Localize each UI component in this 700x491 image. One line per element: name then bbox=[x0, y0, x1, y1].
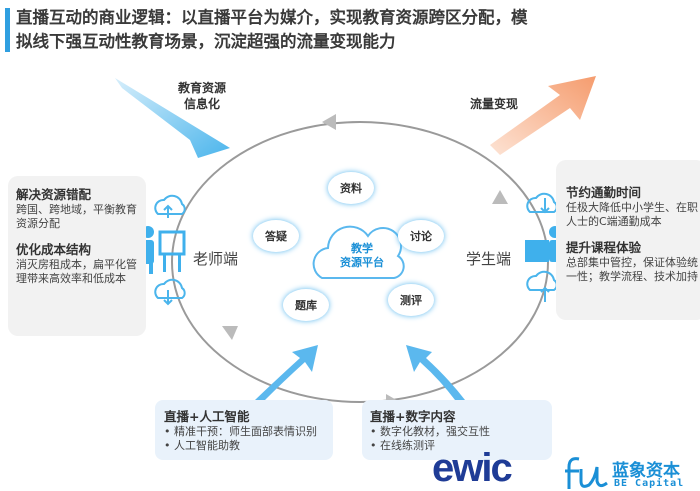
student-label: 学生端 bbox=[466, 250, 512, 268]
left-heading-2: 优化成本结构 bbox=[16, 242, 92, 257]
info-arrow bbox=[115, 78, 230, 158]
title-line-2: 拟线下强互动性教育场景，沉淀超强的流量变现能力 bbox=[16, 32, 396, 51]
right-heading-1: 节约通勤时间 bbox=[566, 185, 642, 200]
arrow-head-left bbox=[222, 326, 238, 340]
center-platform-label: 教学 资源平台 bbox=[340, 242, 384, 269]
arrow-head-top bbox=[322, 114, 336, 130]
right-text-2: 总部集中管控，保证体验统一性；教学流程、技术加持 bbox=[566, 256, 698, 283]
left-text-2: 消灭房租成本，扁平化管理带来高效率和低成本 bbox=[16, 258, 137, 285]
monetize-arrow bbox=[490, 76, 596, 155]
digital-title: 直播+数字内容 bbox=[370, 409, 456, 424]
ai-box: 直播+人工智能 • 精准干预：师生面部表情识别 • 人工智能助教 bbox=[155, 400, 333, 460]
digital-item-text: 数字化教材，强交互性 bbox=[380, 425, 490, 438]
arrow-head-right bbox=[492, 190, 508, 204]
right-benefits-box: 节约通勤时间 任极大降低中小学生、在职人士的C端通勤成本 提升课程体验 总部集中… bbox=[556, 160, 700, 320]
center-cloud bbox=[312, 225, 405, 279]
right-text-1: 任极大降低中小学生、在职人士的C端通勤成本 bbox=[566, 201, 698, 228]
ai-item-text: 精准干预：师生面部表情识别 bbox=[174, 425, 317, 438]
teacher-icon bbox=[140, 226, 186, 274]
teacher-label: 老师端 bbox=[193, 250, 239, 268]
be-capital-en: BE Capital bbox=[614, 478, 685, 489]
bubble-discussion: 讨论 bbox=[398, 220, 444, 252]
ai-item: • 人工智能助教 bbox=[164, 439, 240, 452]
ewic-logo: ewic bbox=[432, 446, 513, 490]
cloud-upload-icon bbox=[154, 194, 186, 218]
ai-title: 直播+人工智能 bbox=[164, 409, 250, 424]
title-accent-bar bbox=[5, 8, 10, 52]
right-heading-2: 提升课程体验 bbox=[566, 240, 642, 255]
digital-item: • 数字化教材，强交互性 bbox=[370, 425, 490, 438]
ai-item: • 精准干预：师生面部表情识别 bbox=[164, 425, 317, 438]
digital-item: • 在线练测评 bbox=[370, 439, 435, 452]
title-line-1: 直播互动的商业逻辑：以直播平台为媒介，实现教育资源跨区分配，模 bbox=[16, 8, 528, 27]
bubble-qa: 答疑 bbox=[253, 220, 299, 252]
page-title: 直播互动的商业逻辑：以直播平台为媒介，实现教育资源跨区分配，模拟线下强互动性教育… bbox=[16, 6, 528, 54]
be-capital-cn: 蓝象资本 bbox=[612, 461, 680, 481]
left-heading-1: 解决资源错配 bbox=[16, 187, 92, 202]
digital-item-text: 在线练测评 bbox=[380, 439, 435, 452]
left-text-1: 跨国、跨地域，平衡教育资源分配 bbox=[16, 203, 137, 230]
bubble-assessment: 测评 bbox=[388, 284, 434, 316]
monetize-arrow-label: 流量变现 bbox=[470, 97, 519, 111]
bottom-left-arrow bbox=[255, 345, 318, 400]
bottom-right-arrow bbox=[406, 345, 465, 400]
bubble-question-bank: 题库 bbox=[283, 289, 329, 321]
digital-content-box: 直播+数字内容 • 数字化教材，强交互性 • 在线练测评 bbox=[362, 400, 552, 460]
bubble-materials: 资料 bbox=[328, 172, 374, 204]
info-arrow-label: 教育资源 信息化 bbox=[178, 81, 227, 111]
ai-item-text: 人工智能助教 bbox=[174, 439, 240, 452]
cloud-download-icon bbox=[154, 278, 186, 306]
cloud-download-icon-right bbox=[526, 192, 558, 214]
be-capital-logo-icon bbox=[565, 457, 608, 489]
left-benefits-box: 解决资源错配 跨国、跨地域，平衡教育资源分配 优化成本结构 消灭房租成本，扁平化… bbox=[8, 176, 146, 336]
